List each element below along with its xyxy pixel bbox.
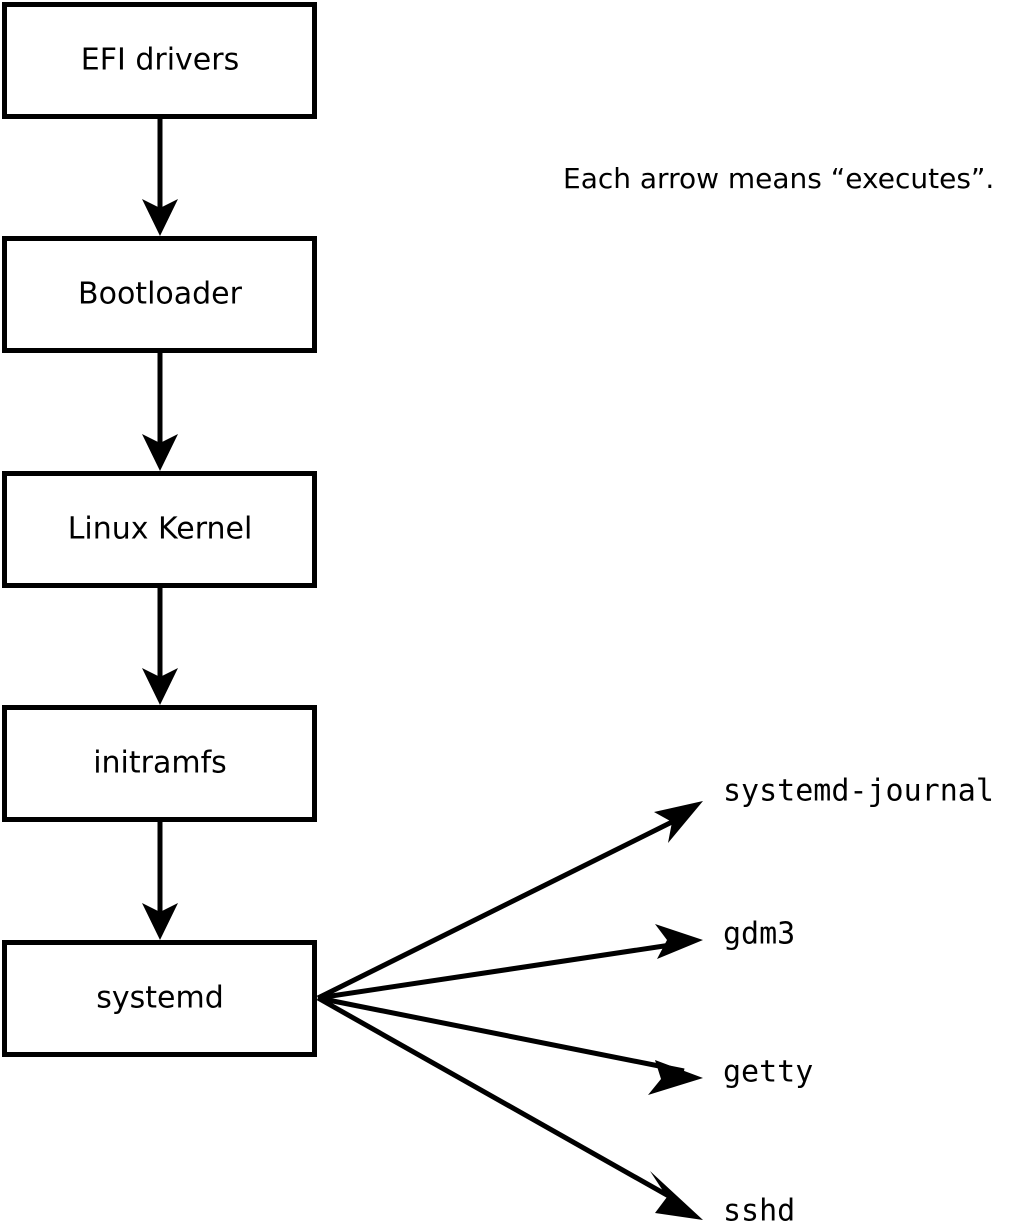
arrow-systemd-to-getty-shaft xyxy=(317,995,685,1074)
service-label-getty: getty xyxy=(723,1055,813,1090)
arrow-efi-to-bootloader-head xyxy=(142,199,178,236)
arrow-systemd-to-sshd-head xyxy=(650,1171,703,1220)
service-arrows-group xyxy=(316,801,703,1220)
arrow-kernel-to-initramfs-head xyxy=(142,668,178,705)
node-systemd[interactable]: systemd xyxy=(2,940,317,1057)
node-efi-drivers-label: EFI drivers xyxy=(81,43,239,78)
arrow-initramfs-to-systemd-head xyxy=(142,903,178,940)
node-initramfs-label: initramfs xyxy=(93,746,227,781)
node-initramfs[interactable]: initramfs xyxy=(2,705,317,822)
arrow-kernel-to-initramfs xyxy=(142,588,178,705)
arrow-systemd-to-systemd-journal-shaft xyxy=(316,812,688,1001)
arrow-systemd-to-systemd-journal xyxy=(316,801,703,1001)
service-label-sshd: sshd xyxy=(723,1194,795,1229)
arrow-systemd-to-sshd-shaft xyxy=(316,995,683,1206)
node-bootloader-box[interactable] xyxy=(2,236,317,353)
arrow-systemd-to-getty xyxy=(317,995,703,1095)
arrow-bootloader-to-kernel-head xyxy=(142,434,178,471)
node-systemd-label: systemd xyxy=(96,981,224,1016)
arrow-systemd-to-gdm3-head xyxy=(655,924,703,959)
arrow-systemd-to-sshd xyxy=(316,995,703,1220)
arrow-systemd-to-systemd-journal-head xyxy=(654,801,703,843)
node-linux-kernel-label: Linux Kernel xyxy=(68,512,253,547)
node-linux-kernel-box[interactable] xyxy=(2,471,317,588)
arrow-systemd-to-getty-head xyxy=(648,1060,703,1095)
legend-caption: Each arrow means “executes”. xyxy=(563,162,994,195)
node-initramfs-box[interactable] xyxy=(2,705,317,822)
arrow-efi-to-bootloader xyxy=(142,119,178,236)
node-bootloader[interactable]: Bootloader xyxy=(2,236,317,353)
boot-chain-group: EFI drivers Bootloader Linux Kernel init… xyxy=(2,2,317,1057)
node-linux-kernel[interactable]: Linux Kernel xyxy=(2,471,317,588)
node-efi-drivers[interactable]: EFI drivers xyxy=(2,2,317,119)
arrow-systemd-to-gdm3-shaft xyxy=(317,940,685,1001)
node-efi-drivers-box[interactable] xyxy=(2,2,317,119)
node-bootloader-label: Bootloader xyxy=(78,277,243,312)
chain-arrows-group xyxy=(142,119,178,940)
arrow-systemd-to-gdm3 xyxy=(317,924,703,1001)
service-label-gdm3: gdm3 xyxy=(723,917,795,952)
service-labels-group: systemd-journal gdm3 getty sshd xyxy=(723,774,994,1229)
arrow-bootloader-to-kernel xyxy=(142,353,178,471)
arrow-initramfs-to-systemd xyxy=(142,822,178,940)
node-systemd-box[interactable] xyxy=(2,940,317,1057)
service-label-systemd-journal: systemd-journal xyxy=(723,774,994,809)
